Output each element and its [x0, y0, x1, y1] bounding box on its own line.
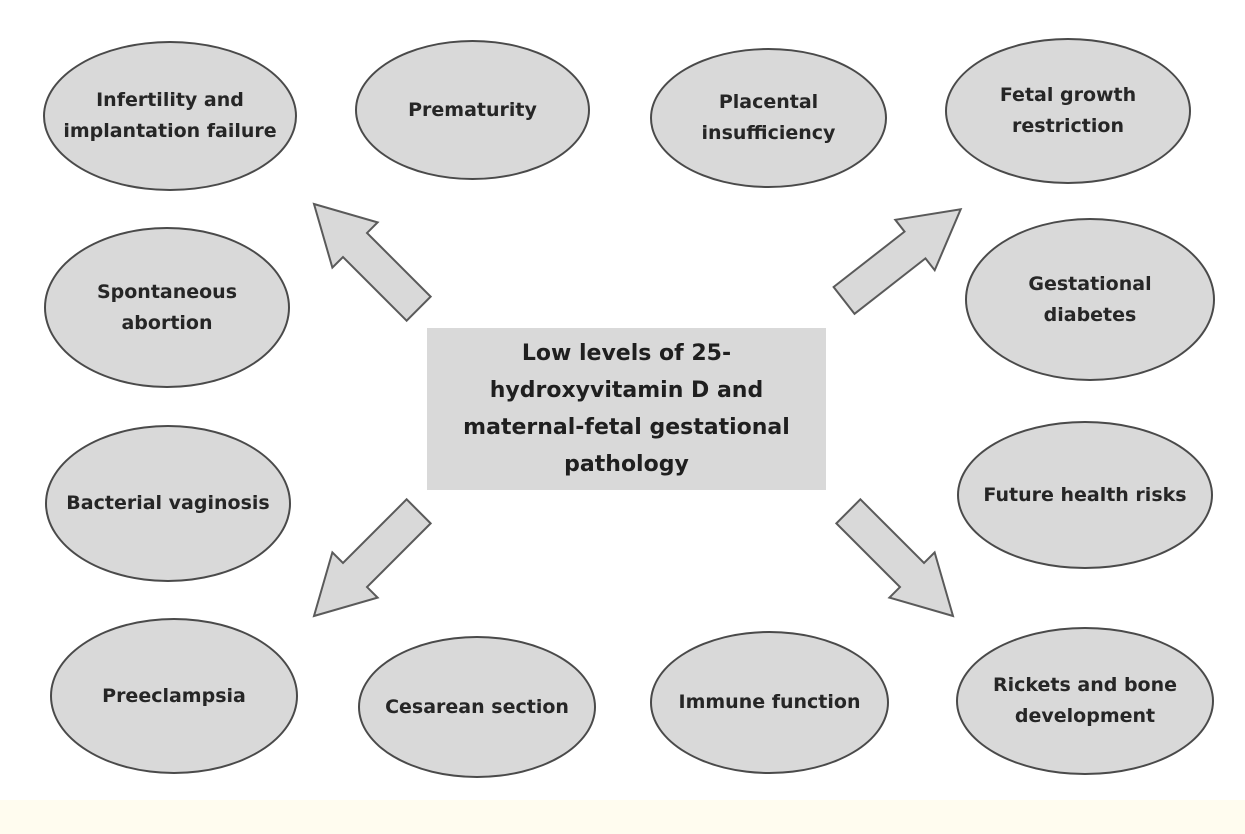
- node-immune-function-label: Immune function: [678, 691, 861, 713]
- node-prematurity: Prematurity: [355, 40, 590, 180]
- node-fetal-growth-restriction: Fetal growth restriction: [945, 38, 1191, 184]
- arrow-up-left: [312, 202, 433, 323]
- node-cesarean-section-label: Cesarean section: [385, 695, 569, 718]
- node-infertility-label: Infertility and implantation failure: [63, 89, 277, 142]
- node-bacterial-vaginosis: Bacterial vaginosis: [45, 425, 291, 582]
- node-spontaneous-abortion: Spontaneous abortion: [44, 227, 290, 388]
- node-infertility: Infertility and implantation failure: [43, 41, 297, 191]
- node-future-health-risks-label: Future health risks: [983, 483, 1187, 506]
- node-preeclampsia-label: Preeclampsia: [102, 684, 246, 707]
- node-gestational-diabetes: Gestational diabetes: [965, 218, 1215, 381]
- arrow-up-right: [832, 208, 963, 316]
- node-bacterial-vaginosis-label: Bacterial vaginosis: [66, 492, 270, 514]
- center-topic-box: Low levels of 25-hydroxyvitamin D and ma…: [427, 328, 826, 490]
- arrow-down-right: [834, 497, 955, 618]
- node-gestational-diabetes-label: Gestational diabetes: [1028, 272, 1152, 326]
- node-prematurity-label: Prematurity: [408, 98, 537, 121]
- node-placental-insufficiency: Placental insufficiency: [650, 48, 887, 188]
- node-rickets-bone-development: Rickets and bone development: [956, 627, 1214, 775]
- node-immune-function: Immune function: [650, 631, 889, 774]
- arrows-layer: [312, 202, 963, 618]
- node-spontaneous-abortion-label: Spontaneous abortion: [96, 280, 238, 334]
- arrow-down-left: [312, 497, 433, 618]
- center-topic-label: Low levels of 25-hydroxyvitamin D and ma…: [463, 341, 790, 477]
- node-future-health-risks: Future health risks: [957, 421, 1213, 569]
- node-preeclampsia: Preeclampsia: [50, 618, 298, 774]
- node-placental-insufficiency-label: Placental insufficiency: [701, 91, 836, 144]
- node-fetal-growth-restriction-label: Fetal growth restriction: [999, 84, 1137, 137]
- diagram-canvas: Infertility and implantation failure Pre…: [43, 38, 1215, 778]
- footer-band: [0, 800, 1245, 834]
- node-cesarean-section: Cesarean section: [358, 636, 596, 778]
- node-rickets-bone-development-label: Rickets and bone development: [992, 674, 1178, 727]
